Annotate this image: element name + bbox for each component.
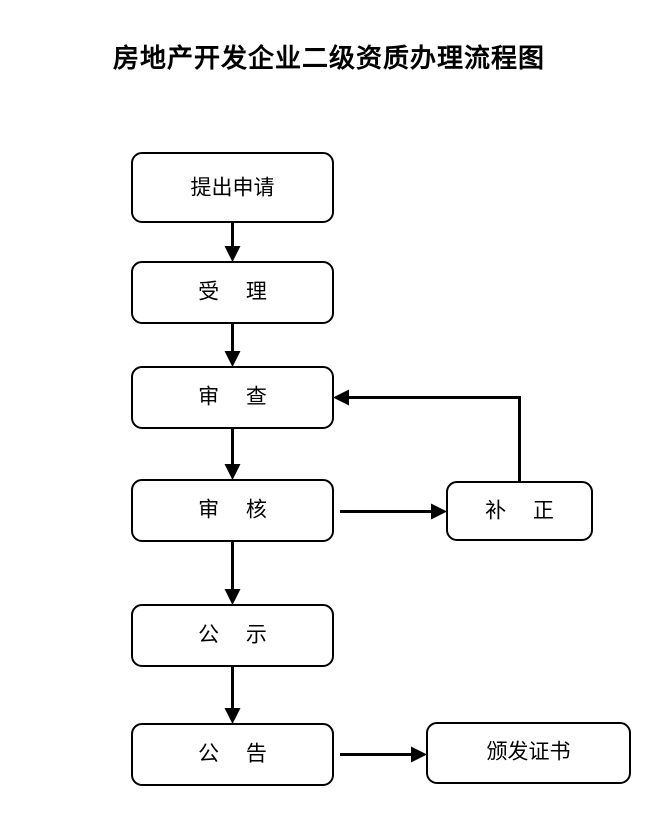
edge-publish-to-notice <box>224 666 241 724</box>
node-notice[interactable]: 公 告 <box>131 723 334 786</box>
node-notice-label: 公 告 <box>198 742 267 766</box>
node-amend-label: 补 正 <box>485 499 554 523</box>
node-publish[interactable]: 公 示 <box>131 604 334 667</box>
node-apply-label: 提出申请 <box>191 176 275 200</box>
node-examine-label: 审 查 <box>198 385 267 409</box>
edge-publish-to-notice-arrowhead <box>224 708 241 724</box>
edge-examine-to-verify <box>224 428 241 480</box>
edge-amend-to-examine-arrowhead <box>333 389 349 406</box>
edge-verify-to-amend <box>340 503 447 520</box>
page-title: 房地产开发企业二级资质办理流程图 <box>112 44 545 74</box>
edge-notice-to-issue <box>340 746 427 763</box>
node-issue[interactable]: 颁发证书 <box>426 722 631 784</box>
edge-verify-to-publish <box>224 541 241 605</box>
edge-verify-to-publish-arrowhead <box>224 589 241 605</box>
edge-amend-to-examine-line <box>343 396 521 482</box>
node-publish-label: 公 示 <box>198 623 267 647</box>
edge-verify-to-amend-arrowhead <box>431 503 447 520</box>
edge-accept-to-examine <box>224 323 241 367</box>
edge-examine-to-verify-arrowhead <box>224 464 241 480</box>
edge-apply-to-accept-arrowhead <box>224 246 241 262</box>
edge-amend-to-examine <box>333 389 521 482</box>
node-accept-label: 受 理 <box>198 280 267 304</box>
edge-accept-to-examine-arrowhead <box>224 351 241 367</box>
node-amend[interactable]: 补 正 <box>446 481 593 541</box>
node-verify-label: 审 核 <box>198 498 267 522</box>
node-issue-label: 颁发证书 <box>487 740 571 764</box>
node-accept[interactable]: 受 理 <box>131 261 334 324</box>
node-issue-box <box>426 722 631 784</box>
edge-apply-to-accept <box>224 222 241 262</box>
node-examine[interactable]: 审 查 <box>131 366 334 429</box>
node-apply[interactable]: 提出申请 <box>131 152 334 223</box>
node-verify[interactable]: 审 核 <box>131 479 334 542</box>
edge-notice-to-issue-arrowhead <box>411 746 427 763</box>
